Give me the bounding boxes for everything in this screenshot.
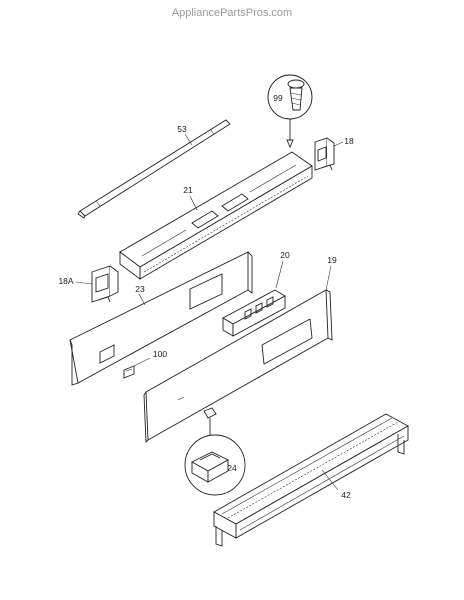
- part-99-screw-callout[interactable]: [267, 74, 313, 149]
- part-label-24[interactable]: 24: [227, 463, 237, 473]
- part-label-53[interactable]: 53: [177, 124, 187, 134]
- part-label-42[interactable]: 42: [341, 490, 351, 500]
- part-21-vented-panel[interactable]: [119, 151, 313, 280]
- leader-18: [333, 141, 344, 147]
- watermark: AppliancePartsPros.com: [172, 7, 292, 19]
- part-label-20[interactable]: 20: [280, 250, 290, 260]
- part-20-control-board[interactable]: [222, 289, 286, 337]
- leader-42: [321, 469, 339, 491]
- leader-23: [138, 293, 146, 306]
- leader-21: [189, 195, 198, 211]
- part-100-clip[interactable]: [123, 365, 135, 379]
- part-label-99[interactable]: 99: [273, 93, 283, 103]
- part-24-rocker-switch[interactable]: [184, 407, 246, 496]
- part-18a-left-bracket[interactable]: [91, 265, 119, 303]
- part-label-23[interactable]: 23: [135, 284, 145, 294]
- leader-18a: [75, 281, 93, 285]
- leader-100: [133, 357, 151, 367]
- leader-20: [275, 260, 284, 289]
- part-23-back-panel[interactable]: [69, 251, 253, 386]
- part-18-right-bracket[interactable]: [314, 137, 335, 171]
- part-label-19[interactable]: 19: [327, 255, 337, 265]
- leader-53: [184, 133, 193, 146]
- part-19-front-panel[interactable]: [143, 289, 333, 444]
- part-42-trim-channel[interactable]: [213, 413, 409, 547]
- part-label-21[interactable]: 21: [183, 185, 193, 195]
- part-label-100[interactable]: 100: [153, 349, 167, 359]
- part-label-18[interactable]: 18: [344, 136, 354, 146]
- leader-19: [325, 265, 332, 291]
- part-53-rod[interactable]: [77, 119, 231, 219]
- part-label-18a[interactable]: 18A: [58, 276, 73, 286]
